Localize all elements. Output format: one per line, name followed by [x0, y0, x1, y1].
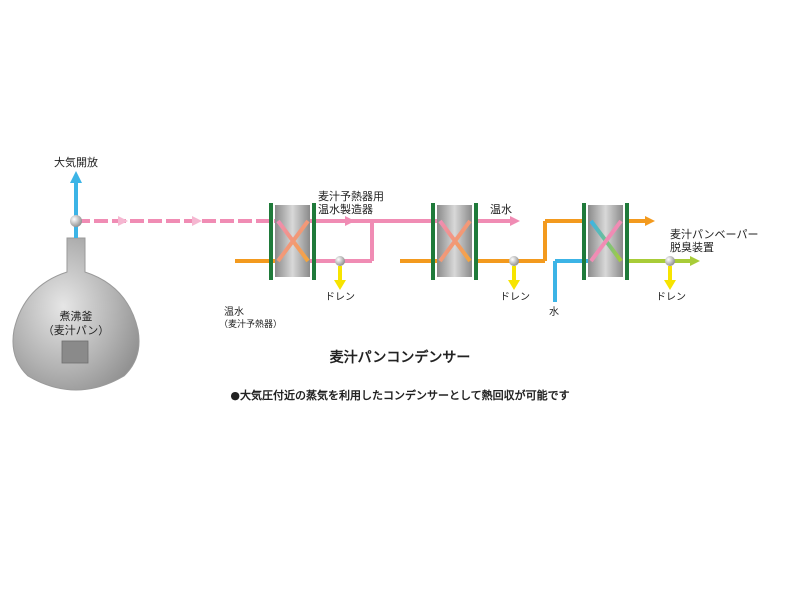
hx3-in-label: 水: [549, 306, 559, 318]
valve: [665, 256, 675, 266]
kettle-label-1: 煮沸釜: [60, 309, 93, 323]
vent-pipe: 大気開放: [54, 155, 98, 238]
hx1-in-label-2: （麦汁予熱器）: [219, 318, 282, 330]
heat-exchanger-2: [431, 203, 478, 280]
deodorizer-line: [625, 256, 700, 266]
diagram-note: ●大気圧付近の蒸気を利用したコンデンサーとして熱回収が可能です: [230, 389, 570, 402]
drain-3: ドレン: [656, 256, 686, 303]
drain-2: ドレン: [500, 256, 530, 303]
vent-label: 大気開放: [54, 155, 98, 169]
drain-1: ドレン: [325, 256, 355, 303]
valve: [509, 256, 519, 266]
hx1-out-label-2: 温水製造器: [318, 202, 373, 216]
heat-exchanger-3: [582, 203, 629, 280]
heat-exchanger-1: [269, 203, 316, 280]
drain-3-label: ドレン: [656, 292, 686, 303]
drain-1-label: ドレン: [325, 292, 355, 303]
drain-2-label: ドレン: [500, 292, 530, 303]
hx3-out-label-1: 麦汁パンベーパー: [670, 228, 758, 241]
kettle-window: [61, 340, 89, 364]
hx1-out-label-1: 麦汁予熱器用: [318, 190, 384, 203]
warm-water-lines: [233, 259, 437, 302]
valve: [335, 256, 345, 266]
hx1-in-label-1: 温水: [224, 306, 244, 318]
vent-arrow: [70, 171, 82, 183]
diagram-title: 麦汁パンコンデンサー: [329, 350, 471, 366]
kettle-label-2: （麦汁パン）: [43, 324, 110, 337]
kettle: 煮沸釜 （麦汁パン）: [12, 237, 140, 391]
kettle-body: [12, 237, 140, 391]
steam-junction-valve: [70, 215, 82, 227]
hx2-out-label: 温水: [490, 203, 512, 216]
hx3-out-label-2: 脱臭装置: [670, 240, 714, 254]
steam-line: [76, 216, 520, 263]
